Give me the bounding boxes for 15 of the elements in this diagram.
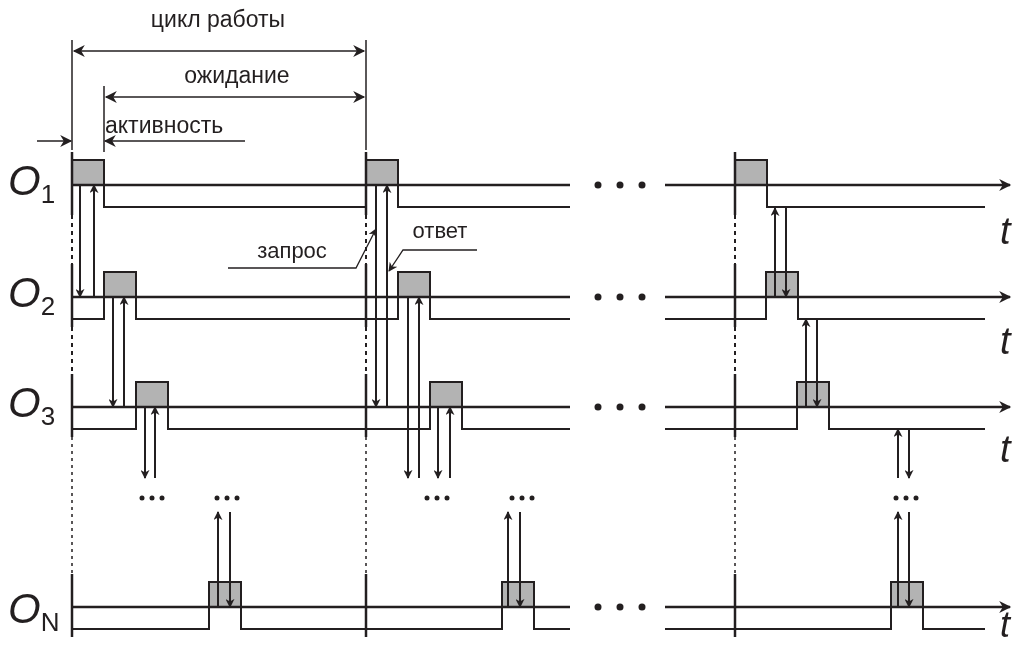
dimension-label: активность — [105, 114, 224, 137]
axis-label: O$_{1}$ — [8, 160, 56, 207]
axis-label: O$_{N}$ — [8, 588, 60, 635]
axis-label: O$_{2}$ — [8, 272, 56, 319]
leader-line — [388, 249, 478, 272]
dimension-label: ожидание — [184, 64, 290, 87]
axis-label: t — [1000, 212, 1011, 250]
axis-label: t — [1000, 322, 1011, 360]
annotation-text: запрос — [257, 240, 327, 262]
annotation-text: ответ — [412, 220, 468, 242]
leader-line — [227, 228, 377, 269]
axis-label: t — [1000, 430, 1011, 468]
dimension-label: цикл работы — [150, 8, 286, 31]
axis-label: t — [1000, 607, 1010, 643]
axis-label: O$_{3}$ — [8, 382, 56, 429]
